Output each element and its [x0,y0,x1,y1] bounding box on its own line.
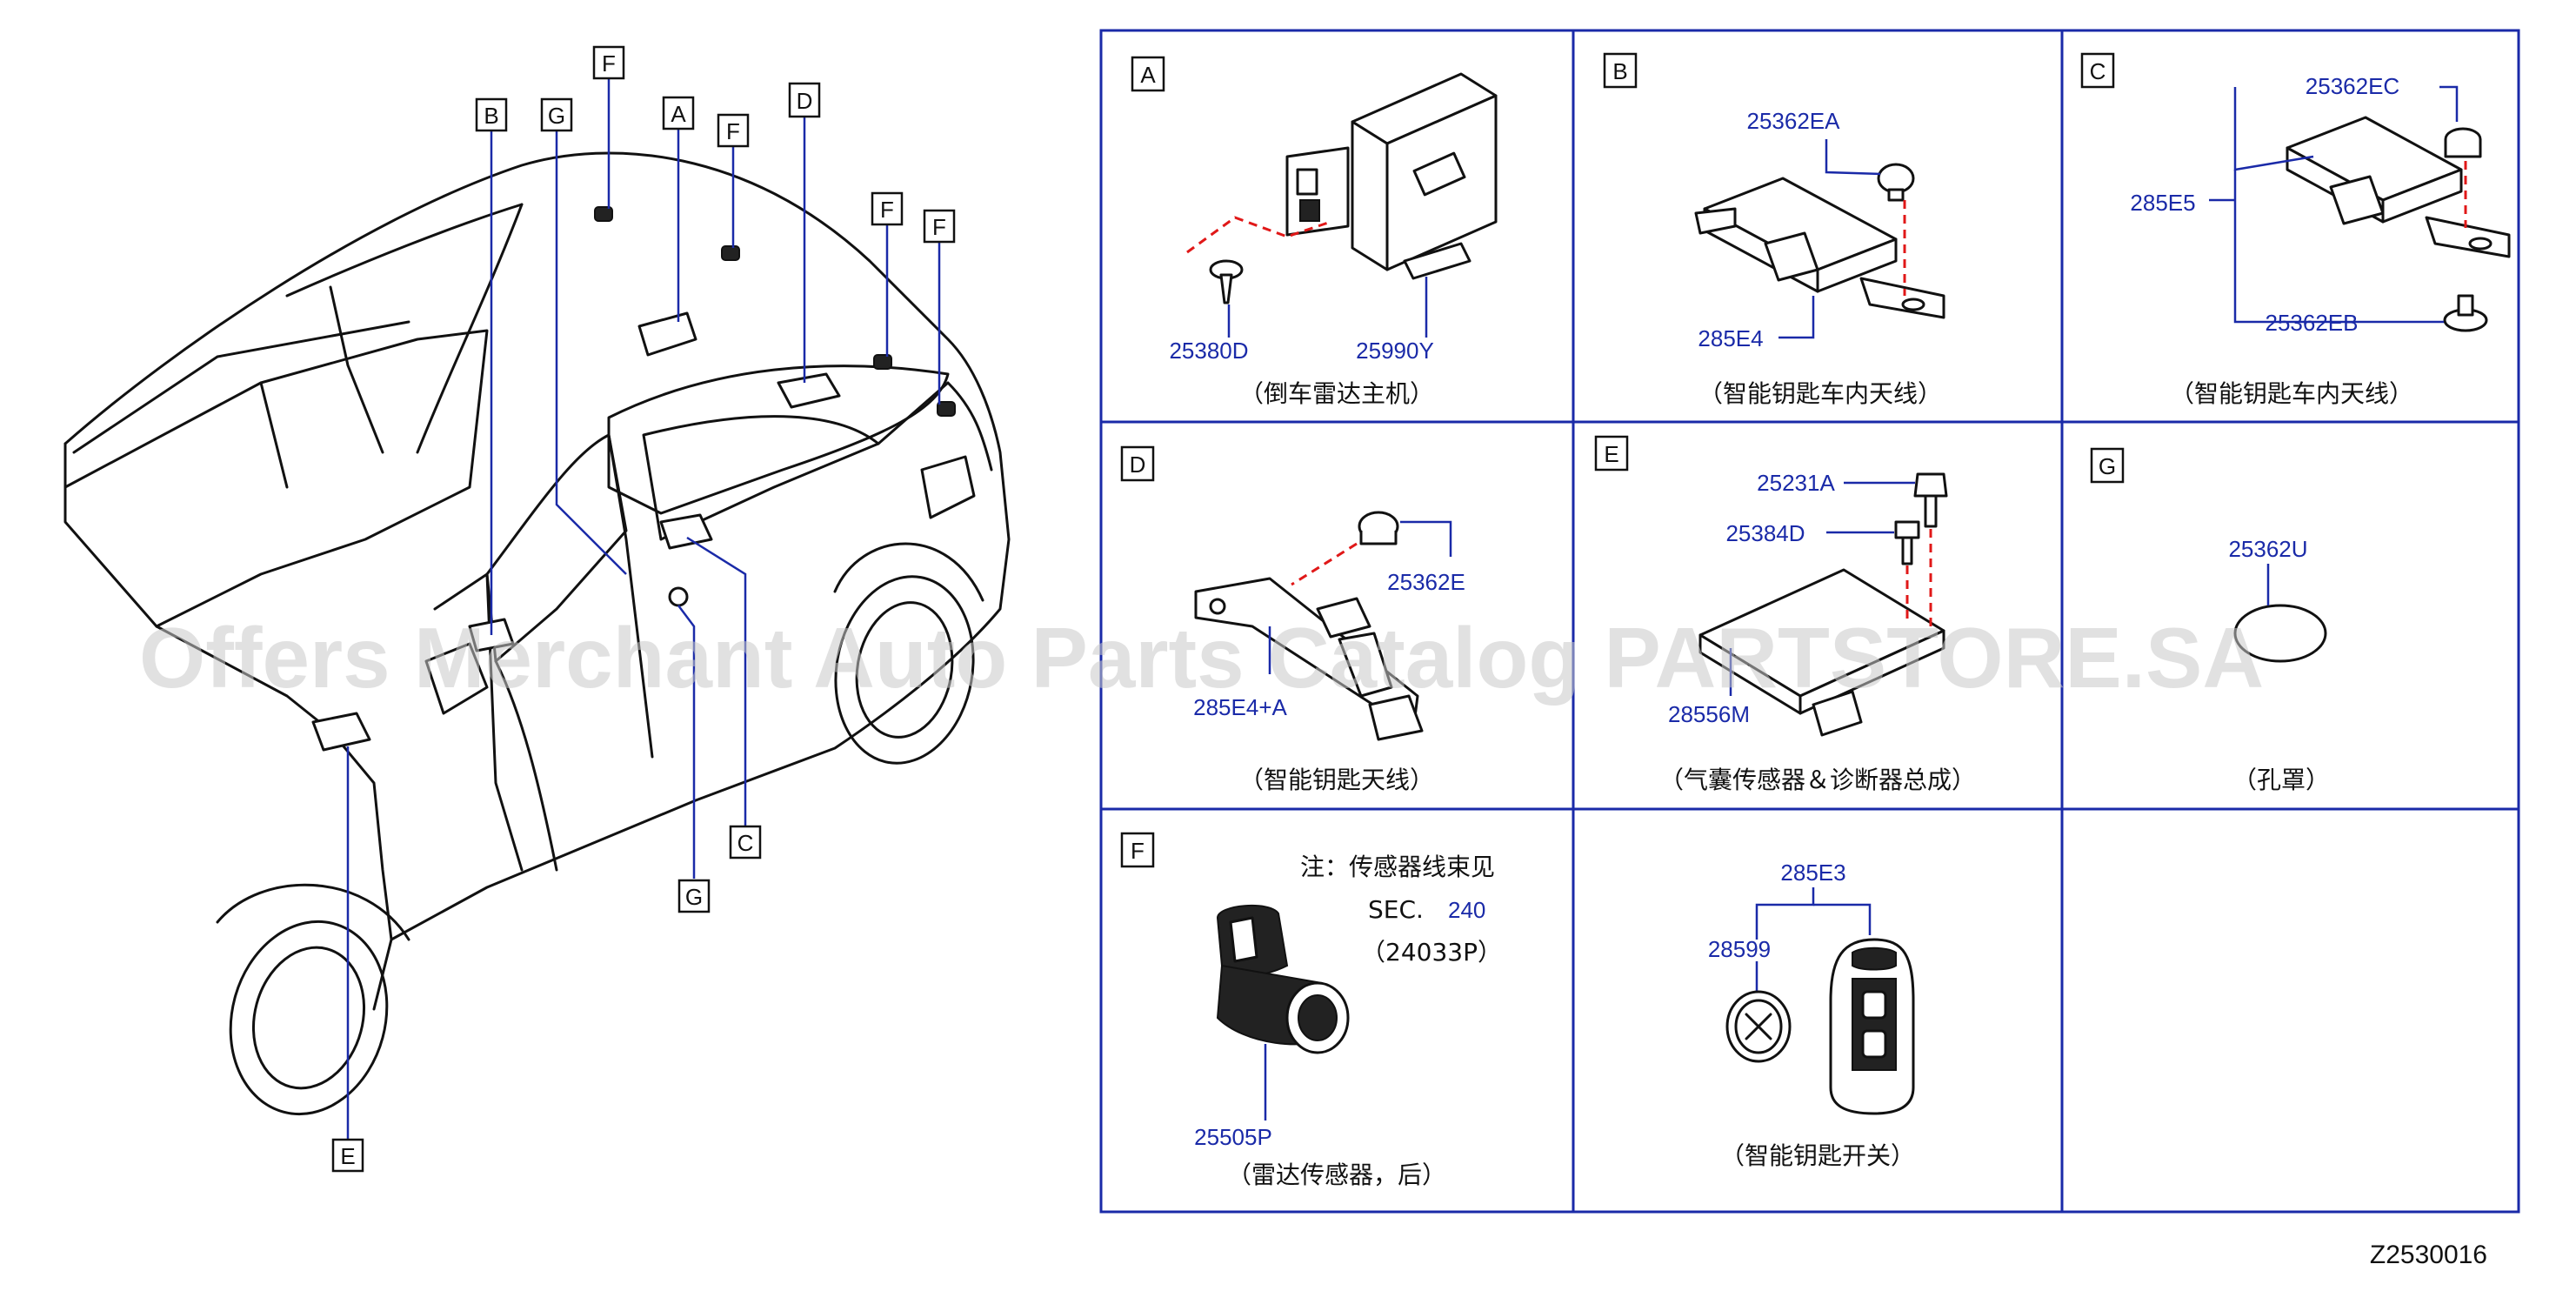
part-25990y[interactable]: 25990Y [1356,338,1434,364]
car-label-b: B [475,97,508,132]
radar-sensor-25505p [1216,904,1350,1054]
svg-text:F: F [726,118,740,144]
car-part-g [668,586,689,607]
car-label-a: A [662,96,695,130]
clip-25362ea [1877,163,1915,202]
part-28599[interactable]: 28599 [1708,936,1771,962]
panel-grid [1099,29,2520,1214]
car-label-g-1: G [540,97,573,132]
antenna-285e4-a [1194,577,1424,741]
part-25362ea[interactable]: 25362EA [1747,108,1841,134]
car-part-f2 [721,245,740,261]
caption-a: （倒车雷达主机） [1239,379,1434,408]
diagram-code: Z2530016 [2370,1241,2487,1269]
panel-c: C 25362EC 285E5 25362EB （智能钥匙车内天线） [2080,52,2511,408]
svg-text:F: F [880,197,894,223]
svg-text:A: A [1140,62,1156,88]
backup-sonar-unit [1285,72,1498,280]
svg-text:C: C [737,830,754,856]
note-sec-value[interactable]: 240 [1448,897,1485,923]
note-line3: （24033P） [1361,938,1502,967]
airbag-sensor-28556m [1698,568,1945,737]
caption-f: （雷达传感器，后） [1227,1161,1446,1189]
part-25380d[interactable]: 25380D [1169,338,1248,364]
svg-text:G: G [2099,453,2116,479]
caption-d: （智能钥匙天线） [1239,766,1434,794]
smart-key-fob [1829,938,1915,1115]
svg-text:F: F [602,50,616,77]
part-25362ec[interactable]: 25362EC [2306,73,2399,99]
car-part-f3 [873,354,892,370]
antenna-285e4 [1694,177,1945,319]
svg-text:D: D [1130,452,1146,478]
svg-text:D: D [797,88,813,114]
svg-text:B: B [1612,58,1627,84]
car-label-c: C [729,825,762,860]
car-part-c [659,513,713,550]
part-28556m[interactable]: 28556M [1668,701,1750,727]
svg-text:F: F [932,214,946,240]
car-label-e: E [331,1138,364,1173]
caption-b: （智能钥匙车内天线） [1698,379,1942,408]
car-illustration [63,78,1011,1140]
car-part-d [777,372,841,409]
car-part-a [637,311,697,357]
svg-text:E: E [340,1143,355,1169]
car-label-d: D [788,82,821,118]
screw-25380d [1209,259,1244,304]
car-label-f-1: F [592,45,625,80]
coin-battery-28599 [1725,990,1792,1063]
car-label-f-3: F [871,191,904,226]
car-part-f1 [594,206,613,222]
clip-25362eb [2443,294,2488,332]
svg-text:B: B [484,103,498,129]
note-sec-label: SEC. [1368,895,1424,924]
part-25505p[interactable]: 25505P [1194,1124,1272,1150]
panel-key: 285E3 28599 （智能钥匙开关） [1708,860,1915,1170]
svg-text:G: G [685,884,703,910]
svg-text:E: E [1604,441,1618,467]
part-285e3[interactable]: 285E3 [1780,860,1845,886]
caption-key: （智能钥匙开关） [1720,1141,1915,1170]
part-25384d[interactable]: 25384D [1725,520,1805,546]
caption-g: （孔罩） [2232,766,2330,794]
bolt-25384d [1894,520,1920,565]
car-label-f-4: F [923,209,956,244]
note-line1: 注：传感器线束见 [1300,853,1495,881]
car-label-f-2: F [717,113,750,148]
part-285e5[interactable]: 285E5 [2130,190,2195,216]
caption-c: （智能钥匙车内天线） [2170,379,2413,408]
svg-text:G: G [548,103,565,129]
part-25362eb[interactable]: 25362EB [2266,310,2359,336]
part-25362e[interactable]: 25362E [1387,569,1465,595]
caption-e: （气囊传感器＆诊断器总成） [1659,766,1976,794]
car-part-f4 [937,401,956,417]
svg-text:F: F [1131,838,1145,864]
panel-g: G 25362U （孔罩） [2090,447,2330,794]
svg-text:C: C [2090,58,2106,84]
clip-25362ec [2444,127,2482,158]
part-285e4[interactable]: 285E4 [1698,325,1763,351]
watermark: Offers Merchant Auto Parts Catalog PARTS… [139,610,2264,706]
bolt-25231a [1913,472,1948,528]
antenna-285e5 [2286,116,2511,258]
panel-e: E 25231A 25384D 28556M （气囊传感器＆诊断器总成） [1594,435,1976,794]
panel-f: F 注：传感器线束见 SEC. 240 （24033P） 25505P （雷达传… [1120,832,1502,1189]
svg-text:A: A [671,101,686,127]
part-25362u[interactable]: 25362U [2228,536,2307,562]
hole-cover-25362u [2233,604,2327,663]
part-285e4-a[interactable]: 285E4+A [1193,694,1287,720]
car-part-e [311,712,371,752]
panel-a: A 25380D 25990Y （倒车雷达主机） [1131,56,1498,408]
panel-d: D 25362E 285E4+A （智能钥匙天线） [1120,445,1465,794]
car-label-g-2: G [677,879,711,913]
clip-25362e [1358,511,1399,545]
panel-b: B 25362EA 285E4 （智能钥匙车内天线） [1603,52,1945,408]
part-25231a[interactable]: 25231A [1757,470,1835,496]
